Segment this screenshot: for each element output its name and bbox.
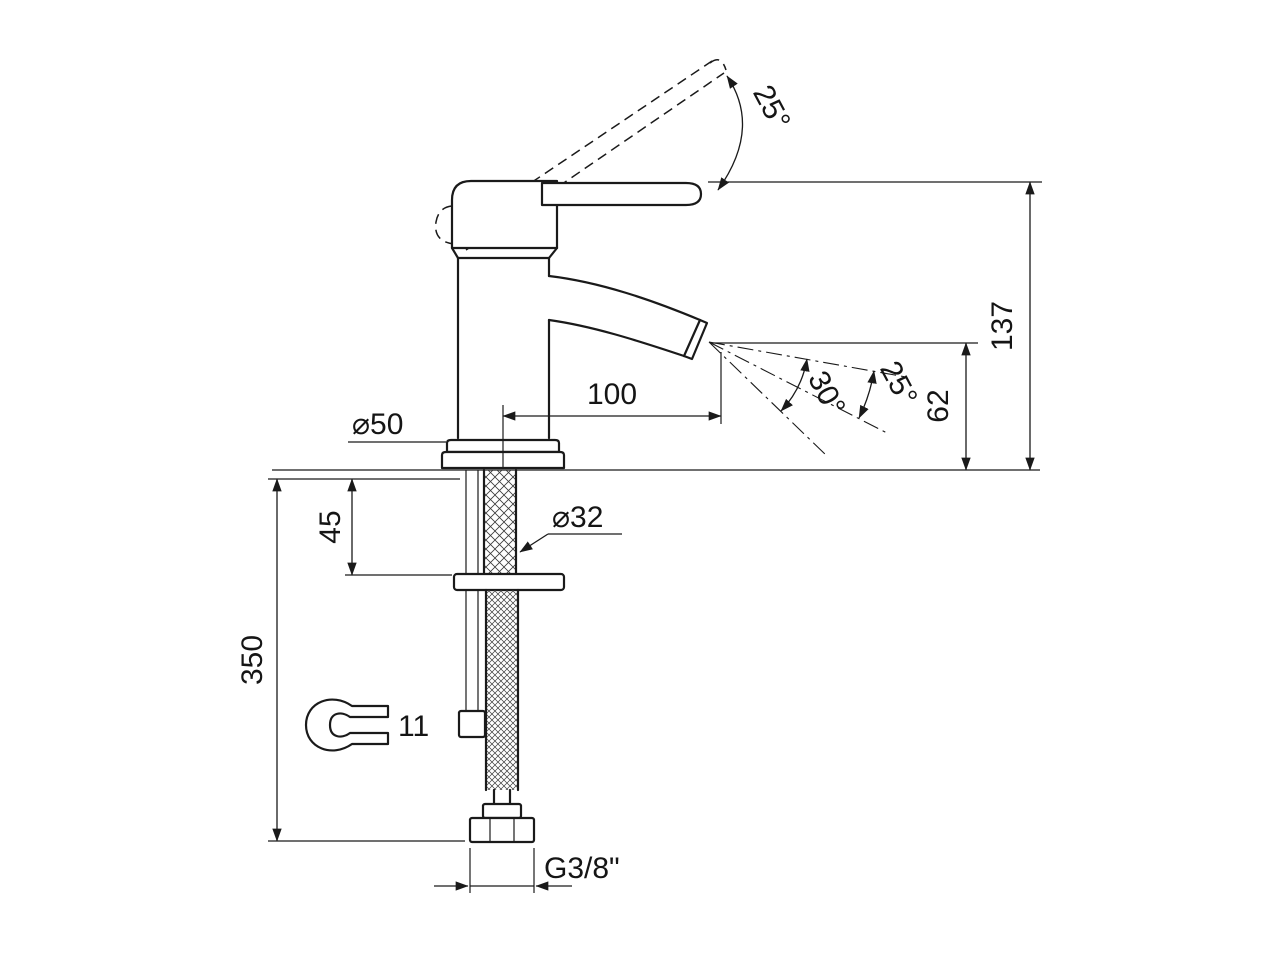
phantom-handle-boss <box>434 205 460 245</box>
spout-top-edge <box>547 274 702 322</box>
shank-diameter-leader <box>519 533 549 553</box>
aerator-ring <box>682 318 709 361</box>
spray-angle-outer-arc <box>858 370 877 419</box>
base-diameter-text: ⌀50 <box>352 408 403 441</box>
handle-angle-text: 25° <box>746 80 796 136</box>
hose-collar <box>481 802 523 820</box>
threaded-shank-edges <box>482 468 518 576</box>
spray-angle-inner-arc <box>780 358 810 412</box>
threaded-shank-hatch <box>484 470 516 574</box>
overall-height-text: 137 <box>986 301 1019 351</box>
lever-handle <box>540 181 703 207</box>
wrench-icon <box>304 698 390 752</box>
connection-thread-text: G3/8" <box>544 852 620 885</box>
spray-angle-inner-text: 30° <box>801 366 851 422</box>
spray-angle-outer-text: 25° <box>873 356 923 412</box>
shank-diameter-text: ⌀32 <box>552 501 603 534</box>
braided-hose-hatch <box>486 590 518 790</box>
wrench-size-text: 11 <box>398 710 429 743</box>
dimension-annotations <box>268 75 1042 893</box>
shank-length-text: 45 <box>314 510 347 543</box>
phantom-handle-end-cap <box>709 59 727 71</box>
stud-nut <box>457 709 487 739</box>
spout-reach-text: 100 <box>587 378 637 411</box>
hex-nut-facets <box>489 818 515 842</box>
faucet-body <box>440 179 709 470</box>
spout-end-face <box>682 318 702 358</box>
under-counter-assembly <box>452 468 566 844</box>
hose-length-text: 350 <box>236 635 269 685</box>
mounting-washer-plate <box>452 572 566 592</box>
hose-neck <box>492 788 512 806</box>
outlet-height-text: 62 <box>922 389 955 422</box>
hose-hex-nut <box>468 816 536 844</box>
braided-hose-edges <box>484 588 520 792</box>
open-end-wrench <box>304 698 390 752</box>
neck-taper <box>450 246 559 260</box>
handle-angle-arc <box>717 75 744 191</box>
spout-bottom-edge <box>547 318 686 358</box>
mixer-head <box>450 179 559 250</box>
